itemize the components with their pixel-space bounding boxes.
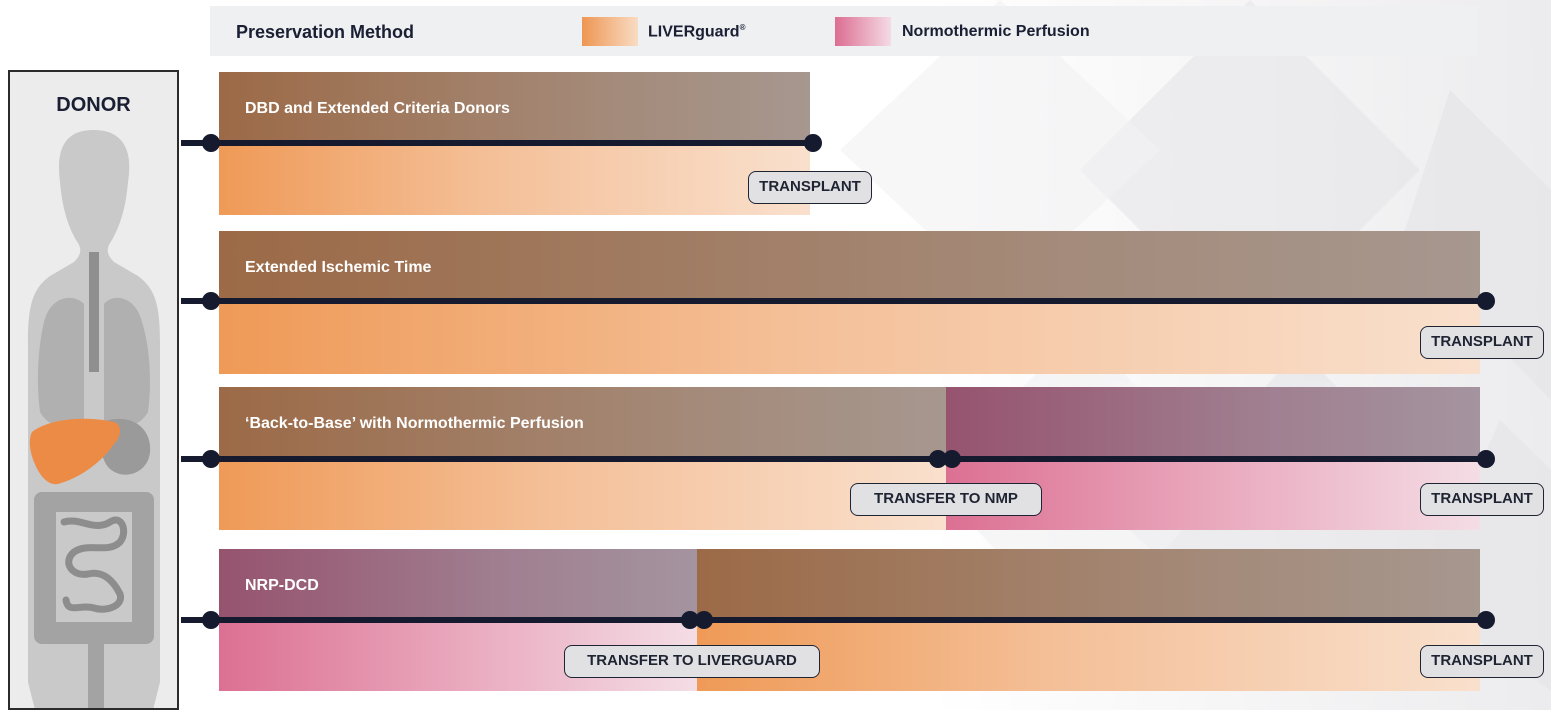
liverguard-segment: [219, 387, 946, 530]
transplant-label: TRANSPLANT: [748, 171, 872, 204]
liverguard-segment: [697, 549, 1480, 691]
liverguard-legend-label: LIVERguard®: [648, 23, 745, 41]
donor-panel: DONOR: [8, 70, 179, 710]
legend-title: Preservation Method: [236, 22, 415, 42]
row-title: NRP-DCD: [245, 577, 319, 594]
row-back-to-base-nmp: ‘Back-to-Base’ with Normothermic Perfusi…: [219, 387, 1480, 530]
liver-icon: [29, 418, 121, 485]
row-title: DBD and Extended Criteria Donors: [245, 100, 510, 117]
row-dbd-extended-criteria: DBD and Extended Criteria Donors: [219, 72, 810, 215]
transfer-to-liverguard-label: TRANSFER TO LIVERGUARD: [564, 645, 820, 678]
row-extended-ischemic-time: Extended Ischemic Time: [219, 231, 1480, 374]
human-body-illustration: [28, 130, 160, 708]
normothermic-legend-label: Normothermic Perfusion: [902, 23, 1090, 40]
transplant-label: TRANSPLANT: [1420, 326, 1544, 359]
legend: Preservation Method LIVERguard® Normothe…: [210, 6, 1478, 56]
transfer-to-nmp-label: TRANSFER TO NMP: [850, 483, 1042, 516]
transplant-label: TRANSPLANT: [1420, 483, 1544, 516]
transplant-label: TRANSPLANT: [1420, 645, 1544, 678]
liverguard-segment: [219, 72, 810, 215]
donor-title: DONOR: [56, 94, 131, 116]
liverguard-legend-text: LIVERguard: [648, 23, 740, 41]
liverguard-segment: [219, 231, 1480, 374]
liverguard-swatch: [582, 17, 638, 46]
normothermic-swatch: [835, 17, 891, 46]
registered-mark: ®: [739, 23, 746, 32]
row-title: Extended Ischemic Time: [245, 259, 432, 276]
normothermic-segment: [219, 549, 697, 691]
row-nrp-dcd: NRP-DCD: [219, 549, 1480, 691]
row-title: ‘Back-to-Base’ with Normothermic Perfusi…: [245, 415, 584, 432]
